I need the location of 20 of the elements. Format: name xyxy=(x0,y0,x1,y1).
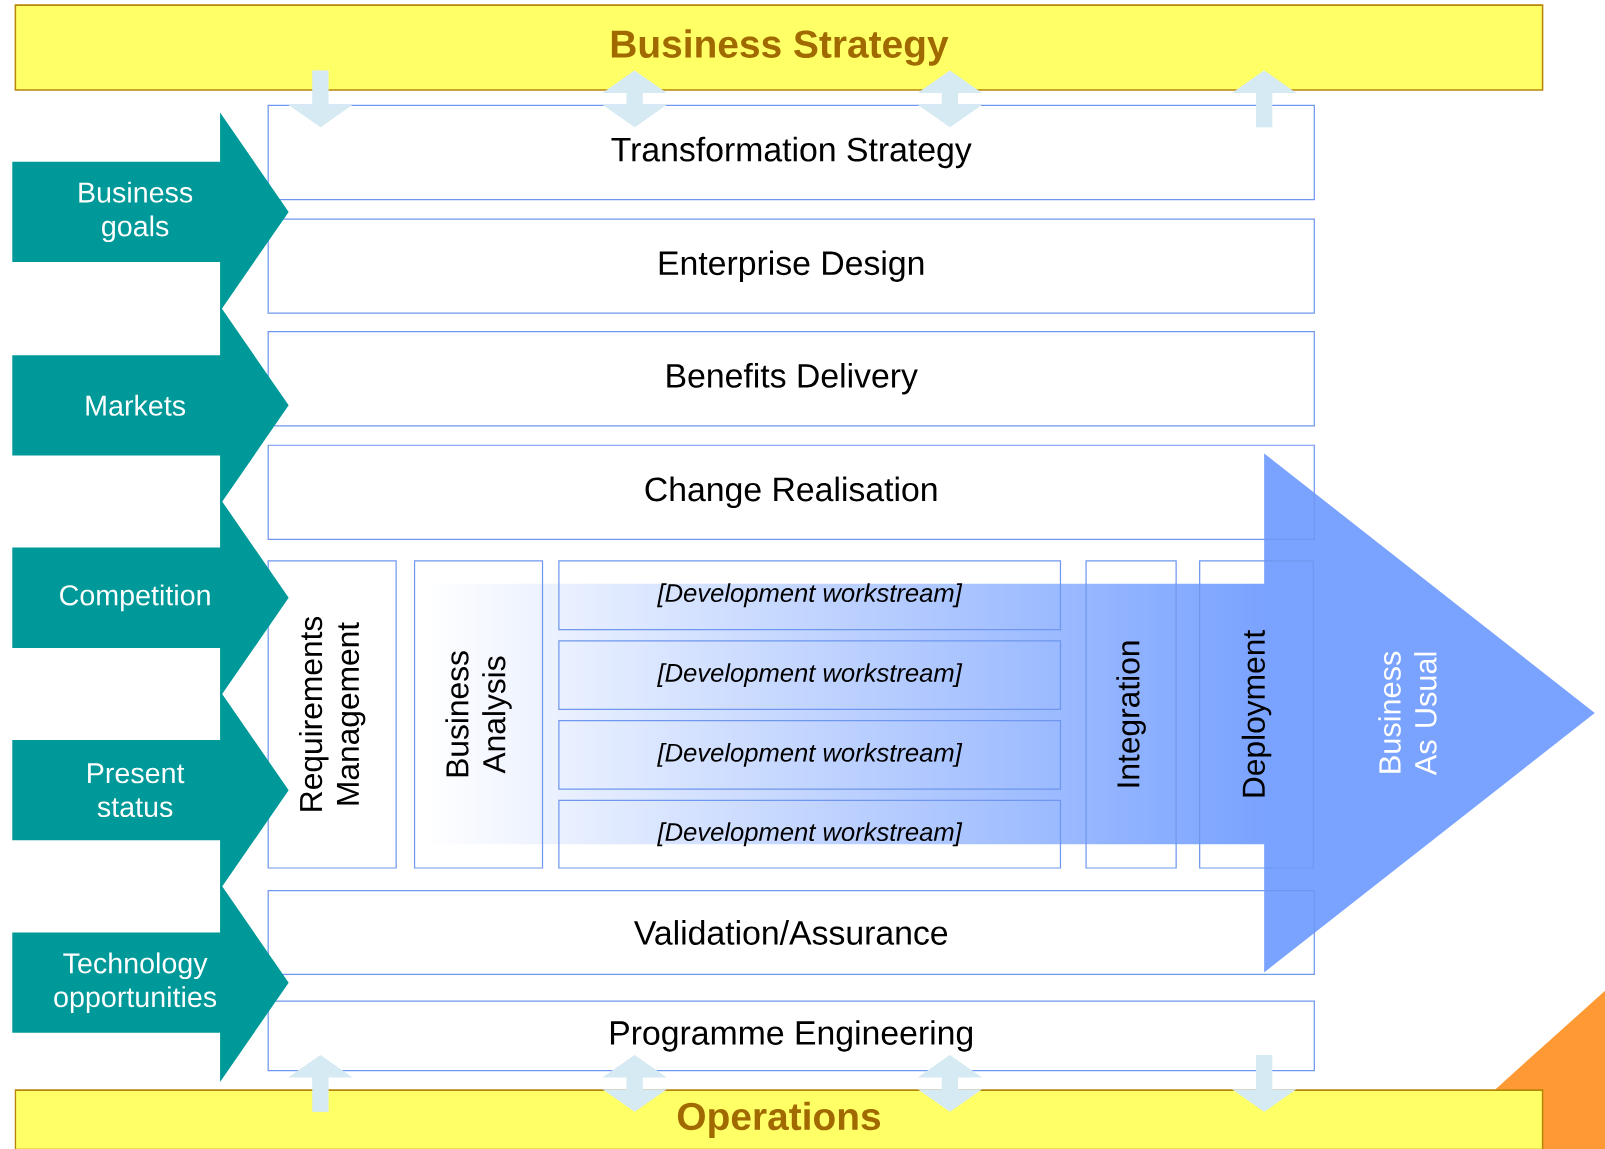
process-box: [Development workstream] xyxy=(558,799,1062,869)
process-box: Validation/Assurance xyxy=(267,889,1315,975)
chevron-banner: Present status xyxy=(12,690,289,890)
process-box: [Development workstream] xyxy=(558,560,1062,630)
chevron-banner: Markets xyxy=(12,305,289,505)
process-box: Business Analysis xyxy=(413,560,544,869)
process-box: Programme Engineering xyxy=(267,1000,1315,1072)
band: Business Strategy xyxy=(14,4,1544,91)
process-box: Enterprise Design xyxy=(267,218,1315,314)
band: Operations xyxy=(14,1089,1544,1149)
process-box: [Development workstream] xyxy=(558,719,1062,790)
process-box: [Development workstream] xyxy=(558,639,1062,710)
chevron-banner: Competition xyxy=(12,498,289,697)
chevron-banner: Technology opportunities xyxy=(12,883,289,1082)
process-box: Transformation Strategy xyxy=(267,104,1315,200)
process-box: Change Realisation xyxy=(267,444,1315,540)
process-box: Deployment xyxy=(1199,560,1314,869)
process-box: Integration xyxy=(1085,560,1177,869)
process-box: Benefits Delivery xyxy=(267,330,1315,427)
chevron-banner: Business goals xyxy=(12,112,289,311)
